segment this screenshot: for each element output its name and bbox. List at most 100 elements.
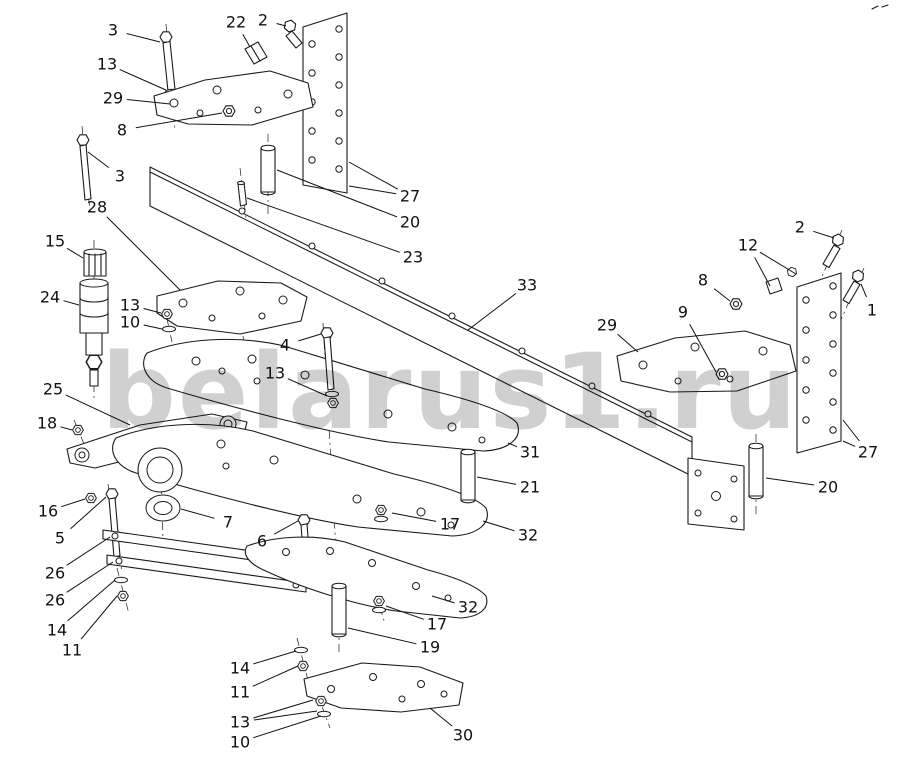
washer-14-left: [114, 576, 128, 584]
callout-label-11: 11: [62, 641, 82, 660]
callout-label-25: 25: [43, 380, 63, 399]
callout-label-26: 26: [45, 591, 65, 610]
knuckle-24-15: [79, 248, 109, 387]
leader-line: [66, 247, 84, 259]
washer-14-bottom: [294, 646, 308, 654]
leader-line: [242, 33, 251, 48]
callout-label-10: 10: [120, 313, 140, 332]
pin-20-left: [260, 144, 276, 196]
callout-label-31: 31: [520, 443, 540, 462]
callout-label-11: 11: [230, 683, 250, 702]
callout-label-6: 6: [257, 532, 267, 551]
leader-line: [385, 605, 424, 620]
bolt-1: [842, 267, 867, 305]
leader-line: [276, 23, 287, 27]
callout-label-18: 18: [37, 414, 57, 433]
nut-18: [73, 425, 84, 434]
leader-line: [246, 197, 400, 253]
callout-label-32: 32: [518, 526, 538, 545]
plate-32-lower: [244, 536, 488, 619]
leader-line: [253, 699, 314, 719]
leader-line: [287, 378, 328, 397]
leader-line: [713, 288, 731, 302]
pin-19: [331, 582, 347, 638]
leader-line: [80, 595, 118, 640]
callout-label-1: 1: [867, 301, 877, 320]
callout-label-23: 23: [403, 248, 423, 267]
leader-line: [689, 324, 717, 373]
bushing-7: [145, 494, 181, 522]
leader-line: [66, 561, 114, 593]
leader-line: [143, 324, 163, 330]
callout-label-30: 30: [453, 726, 473, 745]
leader-line: [617, 333, 639, 353]
pin-21: [460, 448, 476, 504]
callout-label-5: 5: [55, 529, 65, 548]
bracket-29-right: [616, 330, 797, 393]
nut-13-mid: [162, 309, 173, 318]
nut-11-bottom: [298, 661, 309, 670]
callout-label-20: 20: [818, 478, 838, 497]
callout-label-8: 8: [117, 121, 127, 140]
leader-line: [298, 333, 322, 342]
leader-line: [347, 627, 417, 645]
callout-label-9: 9: [678, 303, 688, 322]
plate-32-upper: [112, 423, 488, 537]
leader-line: [842, 419, 860, 442]
leader-line: [180, 508, 215, 519]
callout-label-20: 20: [400, 213, 420, 232]
leader-line: [391, 512, 437, 522]
bolt-3-top: [159, 31, 176, 92]
leader-line: [87, 151, 110, 169]
callout-label-4: 4: [280, 336, 290, 355]
callout-label-2: 2: [795, 218, 805, 237]
leader-line: [60, 426, 73, 431]
leader-line: [126, 33, 161, 43]
callout-label-32: 32: [458, 598, 478, 617]
callout-label-12: 12: [738, 236, 758, 255]
leader-line: [253, 710, 318, 721]
leader-line: [63, 300, 80, 306]
leader-line: [860, 283, 867, 298]
leader-line: [66, 536, 111, 566]
mount-plate-27-left: [302, 12, 348, 194]
leader-line: [67, 579, 116, 622]
leader-line: [65, 394, 131, 426]
leader-line: [253, 650, 297, 665]
bolt-2-top: [281, 17, 303, 49]
leader-line: [467, 293, 517, 331]
nut-16: [86, 493, 97, 502]
leader-line: [253, 715, 322, 739]
callout-label-17: 17: [440, 515, 460, 534]
assembly-top-right: [616, 229, 867, 514]
assembly-middle: [66, 240, 519, 729]
leader-line: [106, 216, 181, 291]
pin-20-right: [748, 442, 764, 500]
leader-line: [765, 477, 815, 486]
leader-line: [119, 69, 167, 91]
callout-label-14: 14: [230, 659, 250, 678]
nut-8-left: [223, 106, 235, 116]
callout-label-19: 19: [420, 638, 440, 657]
fitting-12: [765, 266, 799, 295]
leader-line: [126, 99, 171, 105]
callout-label-7: 7: [223, 513, 233, 532]
callout-label-27: 27: [400, 187, 420, 206]
leader-line: [61, 498, 86, 508]
washer-10-bottom: [317, 710, 331, 718]
nut-8-right: [730, 299, 742, 309]
callout-label-3: 3: [115, 167, 125, 186]
main-beam: [149, 166, 745, 531]
callout-label-13: 13: [120, 296, 140, 315]
leader-line: [429, 707, 453, 727]
leader-line: [348, 185, 397, 195]
callout-label-28: 28: [87, 198, 107, 217]
callout-label-13: 13: [97, 55, 117, 74]
assembly-top-left: [76, 12, 348, 219]
corner-mark: [871, 4, 889, 10]
bracket-30: [303, 662, 464, 713]
leader-line: [70, 496, 107, 530]
callout-label-8: 8: [698, 271, 708, 290]
